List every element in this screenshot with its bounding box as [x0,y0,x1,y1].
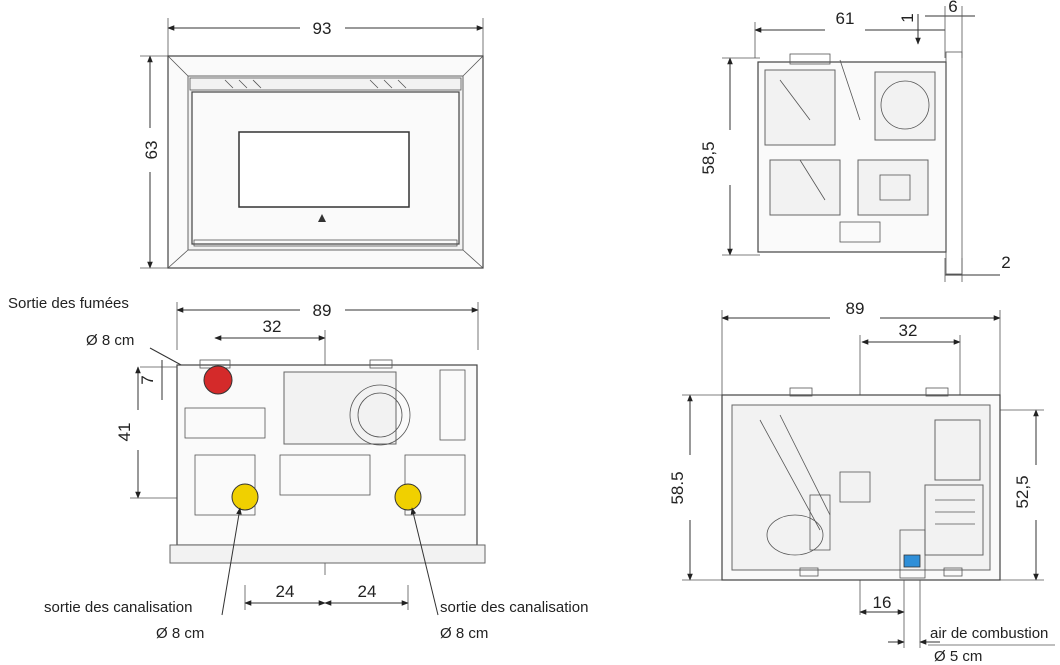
flue-outlet-diameter: Ø 8 cm [86,332,134,349]
left-duct-diameter: Ø 8 cm [156,625,204,642]
logo-mark [318,214,326,222]
rear-round-duct [349,384,411,446]
side-height-dimension: 58,5 [699,141,718,174]
rear-flue-offset-dimension: 32 [263,317,282,336]
right-duct-diameter: Ø 8 cm [440,625,488,642]
side-flange-dimension: 1 [898,13,917,22]
air-inlet-diameter: Ø 5 cm [934,648,982,665]
rear-flue-top-dimension: 7 [138,375,157,384]
side-frame-dimension: 6 [948,0,957,16]
flue-outlet-label: Sortie des fumées [8,295,129,312]
top-view: 89 32 58.5 52,5 [668,299,1055,665]
front-glass [238,131,410,208]
front-height-dimension: 63 [142,141,161,160]
rear-right-spacing-dimension: 24 [358,582,377,601]
side-view: 61 1 6 58,5 2 [699,0,1011,282]
top-offset-dimension: 32 [899,321,918,340]
right-duct-label: sortie des canalisation [440,599,588,616]
right-duct-outlet [394,483,422,511]
top-height-dimension: 58.5 [668,471,687,504]
left-duct-label: sortie des canalisation [44,599,192,616]
side-depth-dimension: 61 [836,9,855,28]
rear-duct-height-dimension: 41 [115,423,134,442]
flue-outlet [203,365,233,395]
rear-left-spacing-dimension: 24 [276,582,295,601]
side-bottom-dimension: 2 [1001,253,1010,272]
top-inner-height-dimension: 52,5 [1013,475,1032,508]
air-offset-dimension: 16 [873,593,892,612]
left-duct-outlet [231,483,259,511]
front-width-dimension: 93 [313,19,332,38]
front-view: 93 63 [140,18,484,269]
rear-view: 89 32 Sortie des fumées Ø 8 cm 7 41 [8,295,588,642]
air-inlet-label: air de combustion [930,625,1048,642]
air-inlet [903,554,921,568]
top-width-dimension: 89 [846,299,865,318]
rear-width-dimension: 89 [313,301,332,320]
